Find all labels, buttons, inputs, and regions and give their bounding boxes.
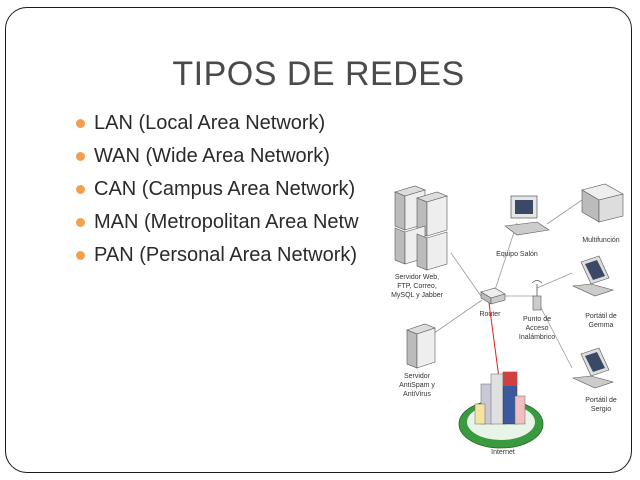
bullet-text: LAN (Local Area Network) [94,112,326,134]
bullet-item-can: CAN (Campus Area Network) [72,173,359,206]
bullet-text: CAN (Campus Area Network) [94,178,356,200]
bullet-text: PAN (Personal Area Network) [94,244,358,266]
ap-label-line2: Acceso [526,325,549,332]
antispam-label-line3: AntiVirus [403,391,431,398]
printer-icon [581,183,624,223]
server-rack-icon [394,185,448,271]
server-label-line1: Servidor Web, [395,274,439,281]
ap-label-line1: Punto de [523,316,551,323]
connection-lines [426,199,583,369]
ap-label-line3: Inalámbrico [519,334,555,341]
router-icon [480,287,506,305]
server-label-line2: FTP, Correo, [397,283,437,290]
bullet-list: LAN (Local Area Network) WAN (Wide Area … [72,107,359,272]
bullet-text: MAN (Metropolitan Area Netw [94,211,359,233]
internet-label: Internet [491,449,515,456]
laptop-icon [571,347,615,389]
bullet-dot-icon [76,218,85,227]
desktop-computer-icon [504,195,550,236]
bullet-item-man: MAN (Metropolitan Area Netw [72,206,359,239]
laptop1-label-line1: Portátil de [585,313,617,320]
laptop2-label-line1: Portátil de [585,397,617,404]
bullet-item-lan: LAN (Local Area Network) [72,107,359,140]
bullet-text: WAN (Wide Area Network) [94,145,330,167]
multi-label: Multifunción [582,237,619,244]
bullet-item-wan: WAN (Wide Area Network) [72,140,359,173]
bullet-dot-icon [76,185,85,194]
laptop2-label-line2: Sergio [591,406,611,413]
access-point-icon [531,280,543,311]
equipo-label: Equipo Salón [496,251,538,258]
laptop-icon [571,255,615,297]
router-label: Router [479,311,501,318]
antispam-label-line1: Servidor [404,373,431,380]
server-icon [406,323,436,369]
internet-link [488,302,500,379]
antispam-label-line2: AntiSpam y [399,382,435,389]
laptop1-label-line2: Gemma [589,322,614,329]
server-label-line3: MySQL y Jabber [391,292,444,299]
slide-title: TIPOS DE REDES [172,55,465,93]
bullet-dot-icon [76,251,85,260]
internet-city-icon [458,371,544,449]
slide-frame: TIPOS DE REDES LAN (Local Area Network) … [5,7,632,473]
bullet-dot-icon [76,152,85,161]
network-diagram: Servidor Web, FTP, Correo, MySQL y Jabbe… [391,183,624,456]
bullet-dot-icon [76,119,85,128]
bullet-item-pan: PAN (Personal Area Network) [72,239,359,272]
